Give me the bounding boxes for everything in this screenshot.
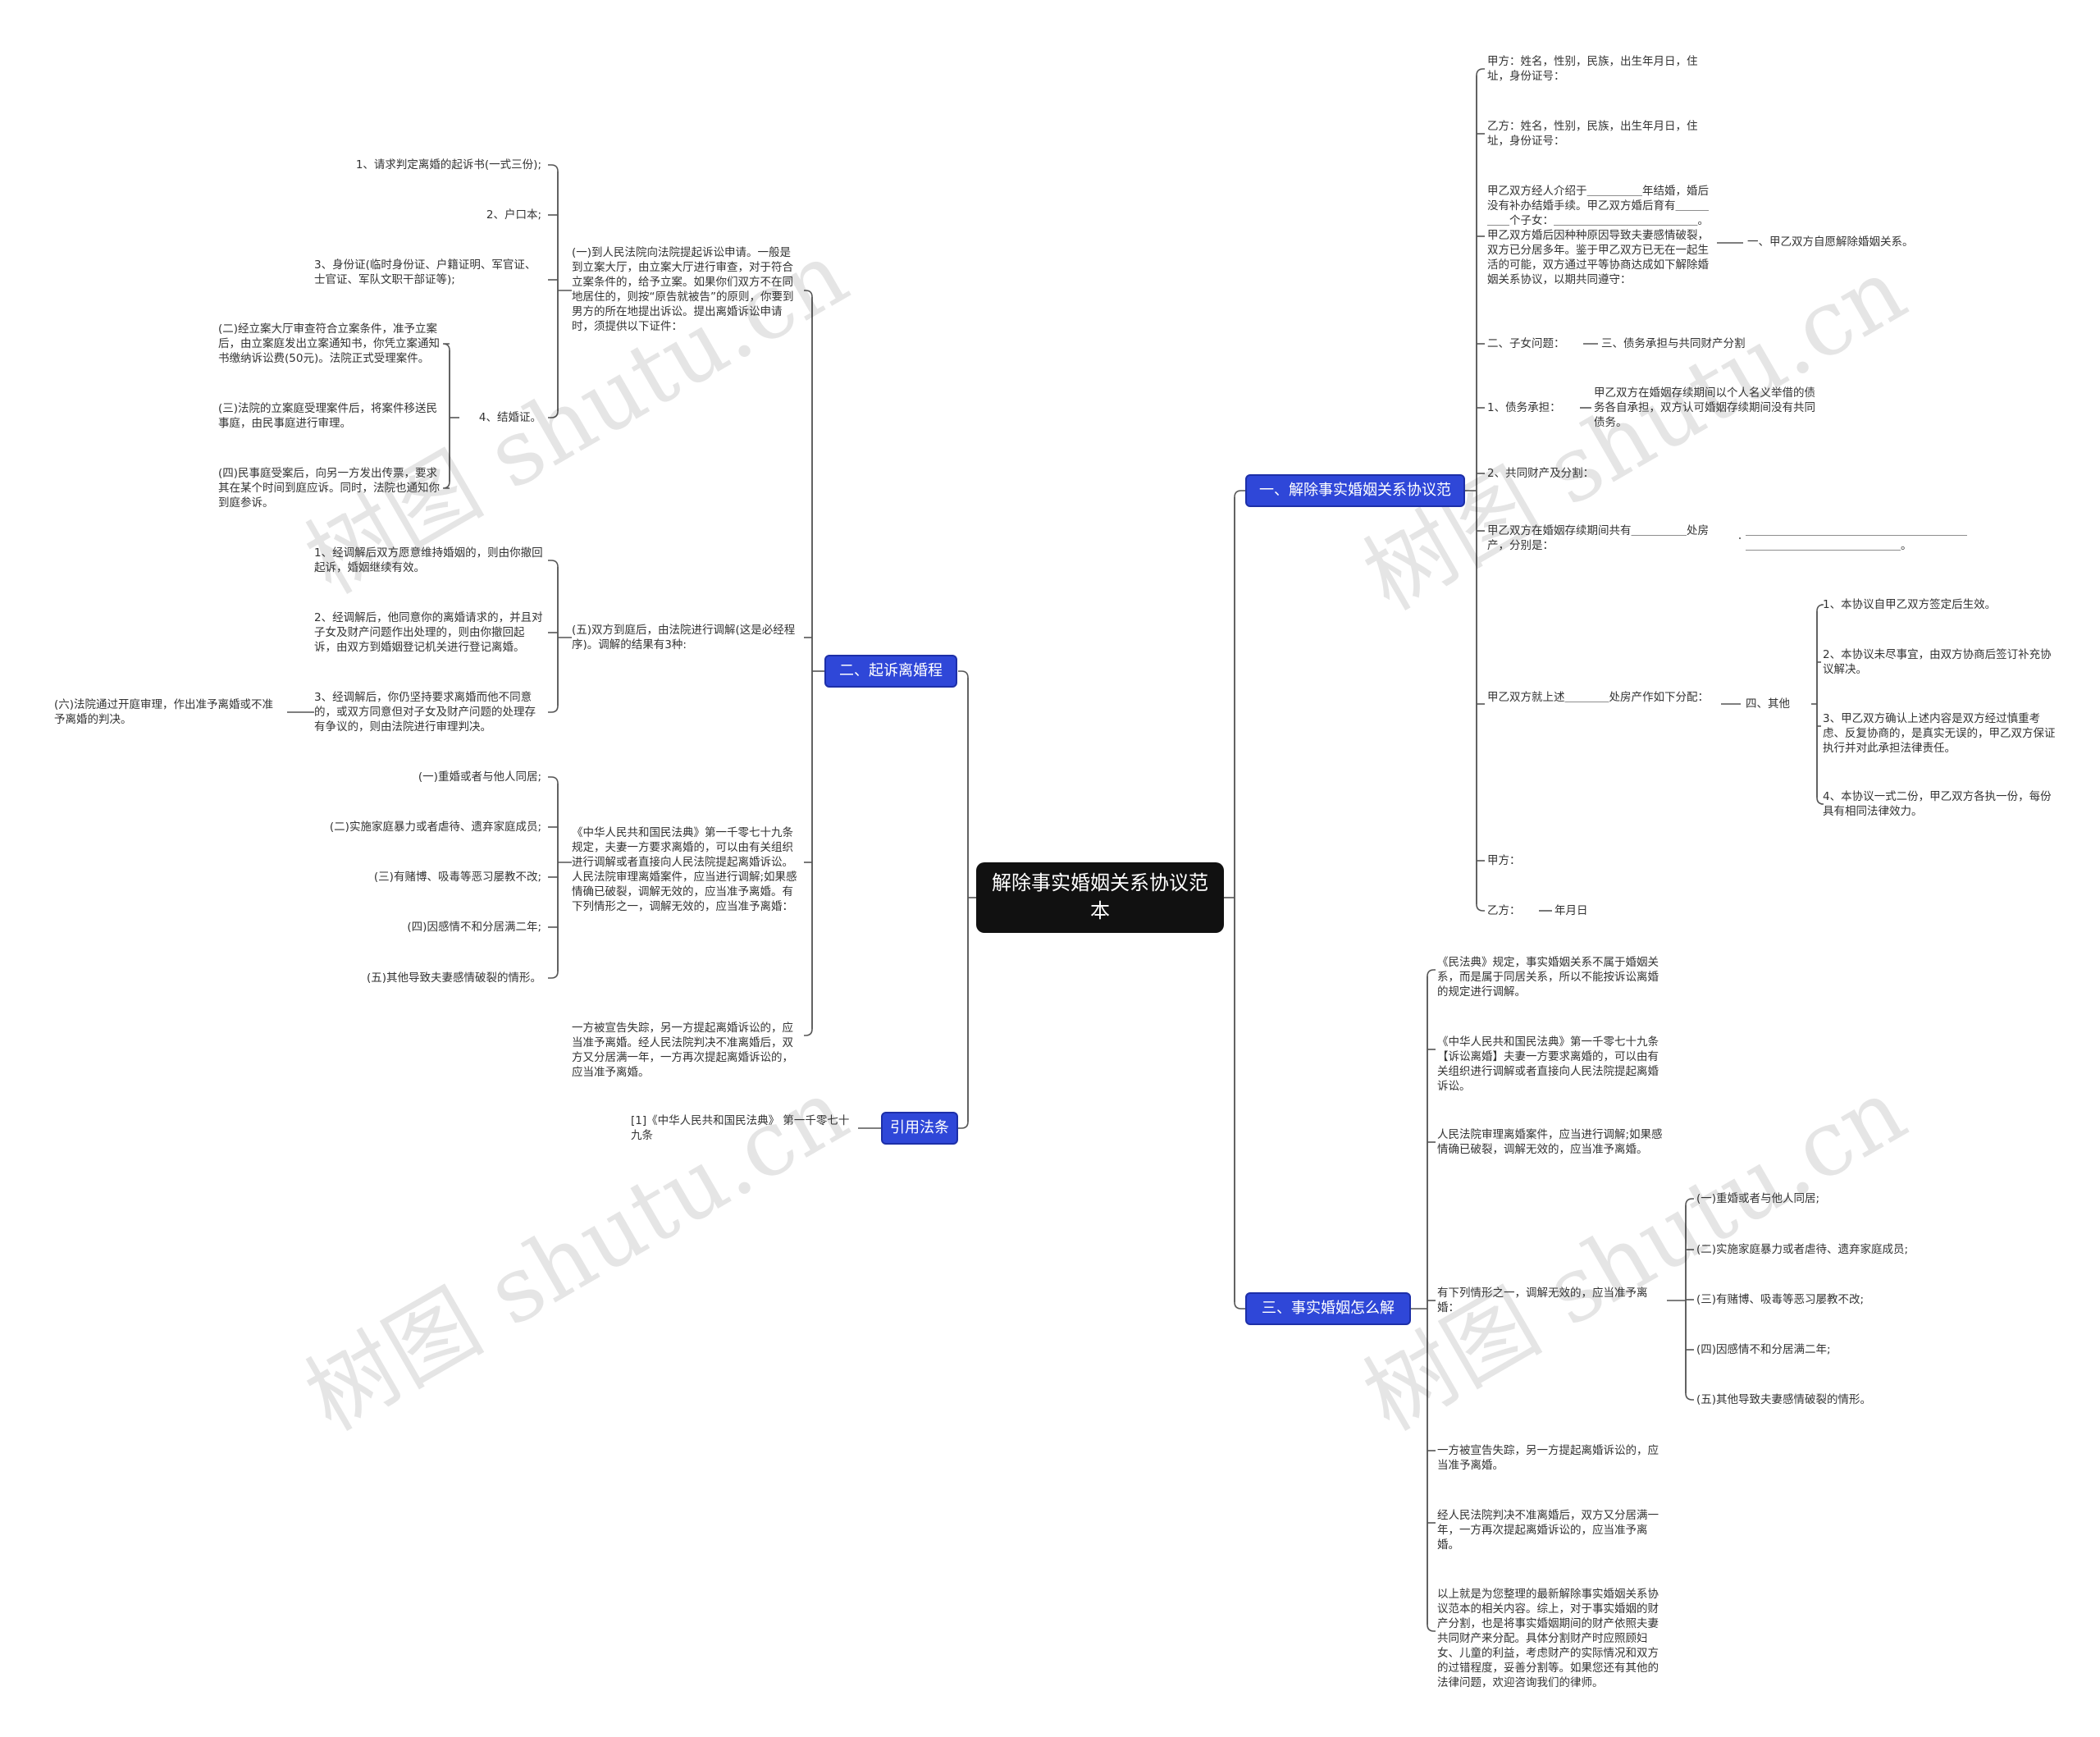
ground-1: (一)重婚或者与他人同居;: [418, 770, 541, 784]
step-5-mediate: (五)双方到庭后，由法院进行调解(这是必经程序)。调解的结果有3种:: [572, 624, 796, 651]
fact-p2: 《中华人民共和国民法典》第一千零七十九条【诉讼离婚】夫妻一方要求离婚的，可以由有…: [1437, 1035, 1659, 1093]
connector: [1427, 969, 1436, 1309]
ground-4: (四)因感情不和分居满二年;: [407, 921, 541, 934]
connector: [548, 776, 559, 862]
sign-date: 年月日: [1554, 904, 1588, 917]
connector: [1427, 1309, 1436, 1632]
step-2-register: (二)经立案大厅审查符合立案条件，准予立案后，由立案庭发出立案通知书，你凭立案通…: [218, 322, 440, 365]
fact-p4: 有下列情形之一，调解无效的，应当准予离婚：: [1437, 1287, 1648, 1314]
fact-item-5: (五)其他导致夫妻感情破裂的情形。: [1696, 1393, 1872, 1406]
missing-spouse-rule: 一方被宣告失踪，另一方提起离婚诉讼的，应当准予离婚。经人民法院判决不准离婚后，双…: [572, 1022, 793, 1079]
connector: [442, 418, 450, 489]
step-3-transfer: (三)法院的立案庭受理案件后，将案件移送民事庭，由民事庭进行审理。: [218, 402, 438, 430]
connector: [804, 290, 813, 671]
root-node[interactable]: 解除事实婚姻关系协议范本: [976, 862, 1224, 933]
connector: [548, 862, 559, 979]
connector: [442, 343, 450, 418]
clause-split: 甲乙双方就上述＿＿＿＿处房产作如下分配：: [1487, 691, 1709, 704]
connector: [1476, 491, 1485, 912]
connector: [548, 560, 559, 638]
ground-3: (三)有赌博、吸毒等恶习屡教不改;: [373, 871, 541, 884]
connector: [1476, 68, 1485, 491]
law-article-summary: 《中华人民共和国民法典》第一千零七十九条规定，夫妻一方要求离婚的，可以由有关组织…: [572, 826, 797, 913]
fact-item-1: (一)重婚或者与他人同居;: [1696, 1192, 1820, 1205]
clause-real-estate: 甲乙双方在婚姻存续期间共有＿＿＿＿＿处房产，分别是：: [1487, 524, 1709, 552]
fact-p5: 一方被宣告失踪，另一方提起离婚诉讼的，应当准予离婚。: [1437, 1444, 1659, 1472]
mediate-result-3: 3、经调解后，你仍坚持要求离婚而他不同意的，或双方同意但对子女及财产问题的处理存…: [314, 691, 536, 734]
mediate-result-2: 2、经调解后，他同意你的离婚请求的，并且对子女及财产问题作出处理的，则由你撤回起…: [314, 611, 543, 654]
other-item-3: 3、甲乙双方确认上述内容是双方经过慎重考虑、反复协商的，是真实无误的，甲乙双方保…: [1823, 712, 2056, 755]
clause-children: 二、子女问题：: [1487, 337, 1565, 350]
connector: [1816, 704, 1824, 805]
fact-p6: 经人民法院判决不准离婚后，双方又分居满一年，一方再次提起离婚诉讼的，应当准予离婚…: [1437, 1509, 1659, 1552]
step-6-judgment: (六)法院通过开庭审理，作出准予离婚或不准予离婚的判决。: [54, 698, 274, 726]
step-1-file: (一)到人民法院向法院提起诉讼申请。一般是到立案大厅，由立案大厅进行审查，对于符…: [572, 246, 794, 333]
clause-real-estate-blank: ＿＿＿＿＿＿＿＿＿＿＿＿＿＿＿＿＿＿＿＿＿＿＿＿＿＿＿＿＿＿＿＿＿＿。: [1746, 524, 1967, 552]
fact-item-2: (二)实施家庭暴力或者虐待、遗弃家庭成员;: [1696, 1243, 1909, 1256]
connector: [1234, 898, 1245, 1310]
connector: [548, 164, 559, 290]
fact-p1: 《民法典》规定，事实婚姻关系不属于婚姻关系，而是属于同居关系，所以不能按诉讼离婚…: [1437, 956, 1659, 999]
party-b-info: 乙方：姓名，性别，民族，出生年月日，住址，身份证号：: [1487, 120, 1698, 148]
connector: [1685, 1300, 1694, 1401]
clause-debt-property: 三、债务承担与共同财产分割: [1601, 337, 1746, 350]
connector: [1685, 1198, 1694, 1300]
branch-cited-law[interactable]: 引用法条: [881, 1112, 958, 1145]
branch-divorce-procedure[interactable]: 二、起诉离婚程序: [824, 655, 957, 709]
fact-p3: 人民法院审理离婚案件，应当进行调解;如果感情确已破裂，调解无效的，应当准予离婚。: [1437, 1128, 1663, 1156]
doc-2: 2、户口本;: [486, 208, 541, 222]
fact-summary: 以上就是为您整理的最新解除事实婚姻关系协议范本的相关内容。综上，对于事实婚姻的财…: [1437, 1588, 1659, 1689]
clause-property: 2、共同财产及分割：: [1487, 467, 1595, 480]
doc-4: 4、结婚证。: [478, 411, 541, 424]
other-item-2: 2、本协议未尽事宜，由双方协商后签订补充协议解决。: [1823, 648, 2052, 676]
agreement-intro: 甲乙双方经人介绍于＿＿＿＿＿年结婚，婚后没有补办结婚手续。甲乙双方婚后育有＿＿＿…: [1487, 185, 1709, 286]
mediate-result-1: 1、经调解后双方愿意维持婚姻的，则由你撤回起诉，婚姻继续有效。: [314, 546, 543, 574]
doc-1: 1、请求判定离婚的起诉书(一式三份);: [355, 158, 541, 171]
clause-debt-detail: 甲乙双方在婚姻存续期间以个人名义举借的债务各自承担，双方认可婚姻存续期间没有共同…: [1594, 386, 1815, 429]
fact-item-3: (三)有赌博、吸毒等恶习屡教不改;: [1696, 1293, 1865, 1306]
doc-3: 3、身份证(临时身份证、户籍证明、军官证、士官证、军队文职干部证等);: [314, 258, 536, 286]
connector: [958, 898, 969, 1129]
party-a-info: 甲方：姓名，性别，民族，出生年月日，住址，身份证号：: [1487, 55, 1698, 83]
step-4-summon: (四)民事庭受案后，向另一方发出传票，要求其在某个时间到庭应诉。同时，法院也通知…: [218, 467, 440, 510]
other-item-1: 1、本协议自甲乙双方签定后生效。: [1823, 598, 1997, 611]
fact-item-4: (四)因感情不和分居满二年;: [1696, 1343, 1831, 1356]
branch-how-to-dissolve[interactable]: 三、事实婚姻怎么解除?: [1245, 1292, 1411, 1346]
branch-agreement-template[interactable]: 一、解除事实婚姻关系协议范本: [1245, 474, 1465, 528]
sign-party-b: 乙方：: [1487, 904, 1521, 917]
ground-5: (五)其他导致夫妻感情破裂的情形。: [366, 971, 541, 985]
clause-dissolve: 一、甲乙双方自愿解除婚姻关系。: [1747, 235, 1914, 249]
other-item-4: 4、本协议一式二份，甲乙双方各执一份，每份具有相同法律效力。: [1823, 790, 2052, 818]
connector: [1816, 604, 1824, 704]
connector: [958, 670, 969, 898]
connector: [548, 290, 559, 418]
clause-debt: 1、债务承担：: [1487, 401, 1561, 414]
ground-2: (二)实施家庭暴力或者虐待、遗弃家庭成员;: [329, 821, 541, 834]
clause-other: 四、其他: [1746, 697, 1790, 711]
connector: [1234, 490, 1245, 898]
connector: [804, 671, 813, 1036]
connector: [548, 638, 559, 713]
sign-party-a: 甲方：: [1487, 854, 1521, 867]
law-reference: [1]《中华人民共和国民法典》 第一千零七十九条: [631, 1114, 850, 1142]
